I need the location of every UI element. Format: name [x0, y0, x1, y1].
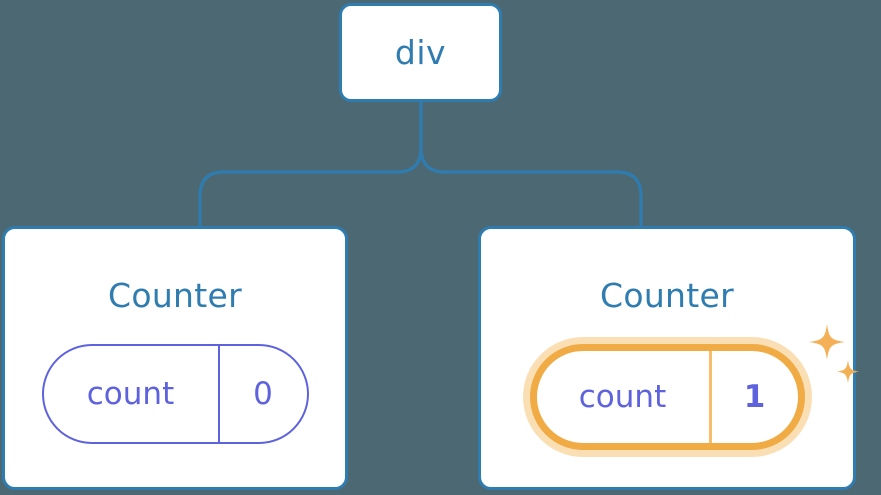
edge-div-to-counter-left — [198, 98, 423, 228]
counter-node-left[interactable]: Counter count 0 — [2, 226, 348, 490]
counter-right-state-key: count — [537, 351, 712, 443]
div-node-label: div — [394, 33, 447, 72]
counter-right-state-pill[interactable]: count 1 — [529, 344, 805, 450]
counter-node-right[interactable]: Counter count 1 — [478, 226, 859, 490]
counter-left-state-wrap: count 0 — [41, 344, 309, 444]
counter-left-title: Counter — [108, 276, 242, 315]
counter-right-state-value: 1 — [743, 378, 766, 415]
counter-right-title: Counter — [600, 276, 734, 315]
edge-div-to-counter-right — [419, 98, 643, 228]
div-node[interactable]: div — [339, 3, 502, 102]
counter-left-state-pill[interactable]: count 0 — [41, 344, 309, 444]
counter-left-state-key: count — [44, 346, 220, 442]
counter-right-state-wrap: count 1 — [529, 324, 859, 450]
sparkles-icon — [808, 324, 859, 383]
counter-left-state-value: 0 — [253, 375, 273, 412]
